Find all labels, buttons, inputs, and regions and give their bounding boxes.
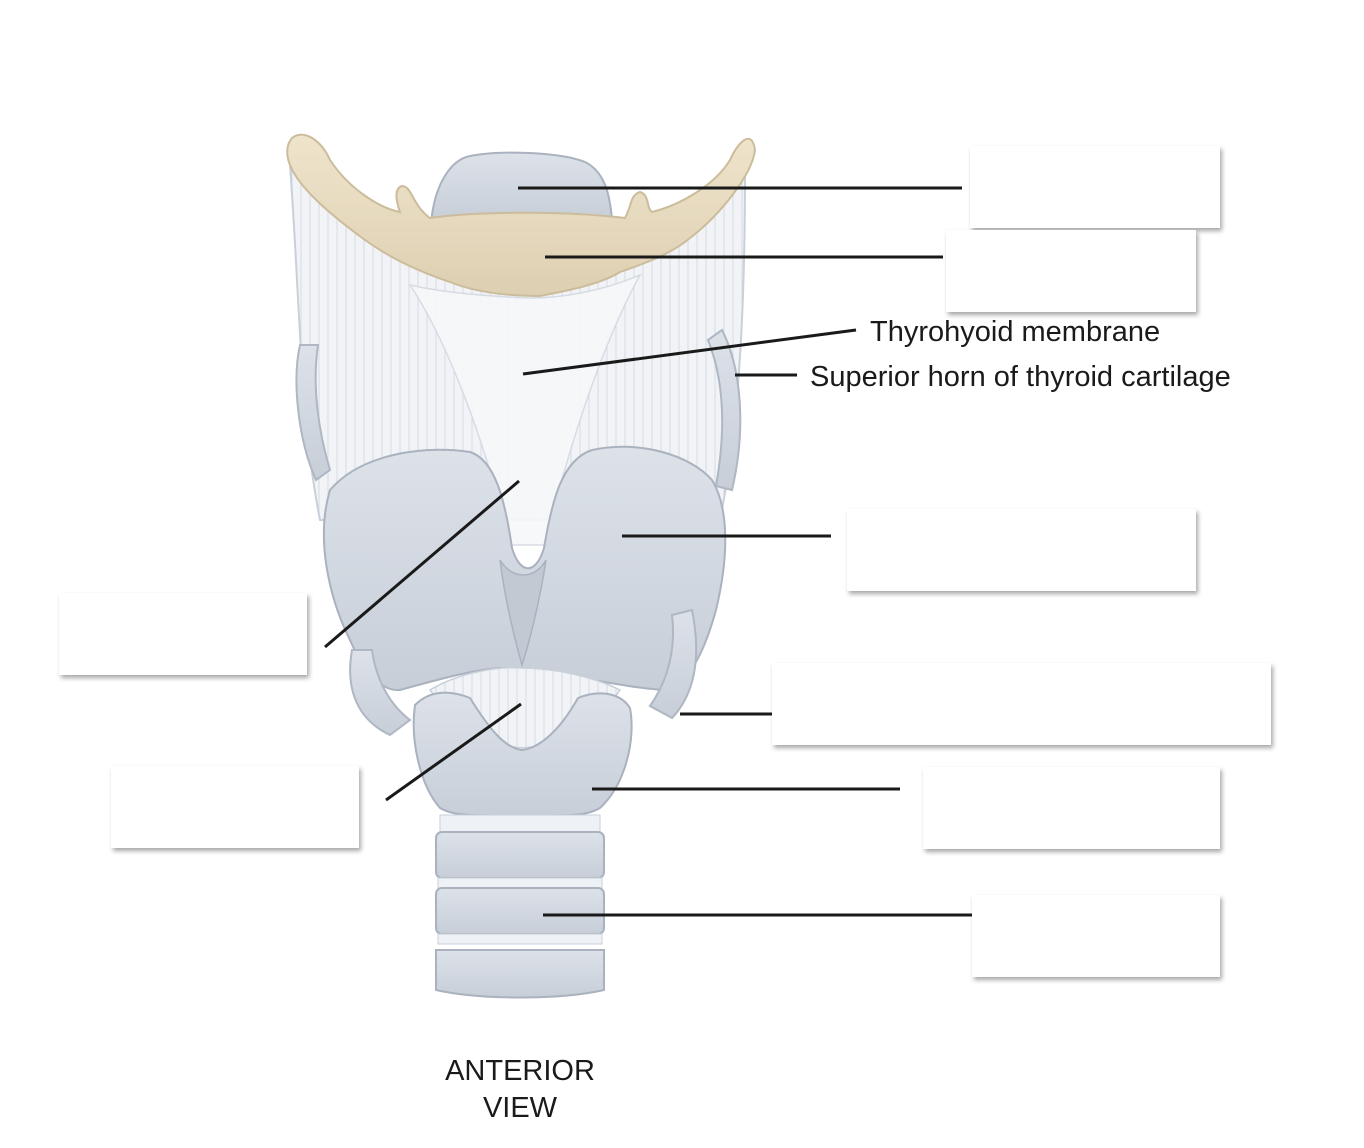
thyroid-cartilage-shape [322, 445, 727, 692]
answer-box-6[interactable] [111, 766, 359, 848]
answer-box-7[interactable] [923, 767, 1220, 849]
caption-line-2: VIEW [483, 1092, 558, 1124]
cricoid-cartilage-shape [412, 691, 633, 820]
label-thyrohyoid-membrane: Thyrohyoid membrane [870, 316, 1160, 348]
caption-line-1: ANTERIOR [445, 1055, 595, 1087]
answer-box-1[interactable] [970, 146, 1220, 228]
answer-box-8[interactable] [972, 895, 1220, 977]
left-inferior-horn-shape [349, 649, 412, 737]
trachea-shape [435, 814, 605, 999]
median-thyrohyoid-ligament-shape [408, 273, 642, 546]
leader-thyrohyoid-membrane [522, 328, 857, 376]
leader-cricothyroid-ligament [385, 702, 522, 802]
label-superior-horn: Superior horn of thyroid cartilage [810, 361, 1231, 393]
answer-box-3[interactable] [847, 509, 1196, 591]
epiglottis-shape [431, 151, 614, 221]
answer-box-4[interactable] [59, 593, 307, 675]
right-inferior-horn-shape [648, 608, 698, 720]
left-superior-horn-shape [295, 344, 332, 482]
thyroid-laryngeal-prominence-shape [499, 559, 547, 668]
answer-box-2[interactable] [946, 230, 1196, 312]
answer-box-5[interactable] [772, 663, 1271, 745]
leader-notch [324, 479, 520, 649]
